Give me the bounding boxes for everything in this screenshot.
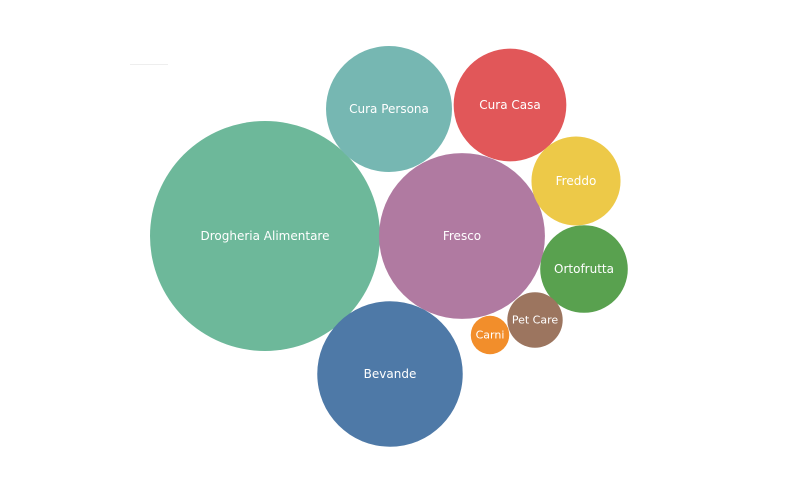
bubble-label-freddo: Freddo [556, 174, 597, 188]
bubble-fresco[interactable] [379, 153, 545, 319]
bubble-label-fresco: Fresco [443, 229, 481, 243]
bubble-label-cura-persona: Cura Persona [349, 102, 429, 116]
bubble-carni[interactable] [470, 315, 510, 355]
bubble-cura-casa[interactable] [453, 48, 567, 162]
bubble-label-ortofrutta: Ortofrutta [554, 262, 614, 276]
bubble-label-bevande: Bevande [364, 367, 417, 381]
bubble-ortofrutta[interactable] [540, 225, 628, 313]
bubble-label-pet-care: Pet Care [512, 314, 559, 327]
bubble-bevande[interactable] [317, 301, 463, 447]
bubble-drogheria-alimentare[interactable] [150, 121, 380, 351]
bubble-pet-care[interactable] [507, 292, 563, 348]
bubble-label-carni: Carni [476, 329, 505, 342]
bubble-label-drogheria-alimentare: Drogheria Alimentare [201, 229, 330, 243]
bubble-label-cura-casa: Cura Casa [479, 98, 540, 112]
bubble-freddo[interactable] [531, 136, 621, 226]
bubble-cura-persona[interactable] [326, 46, 452, 172]
